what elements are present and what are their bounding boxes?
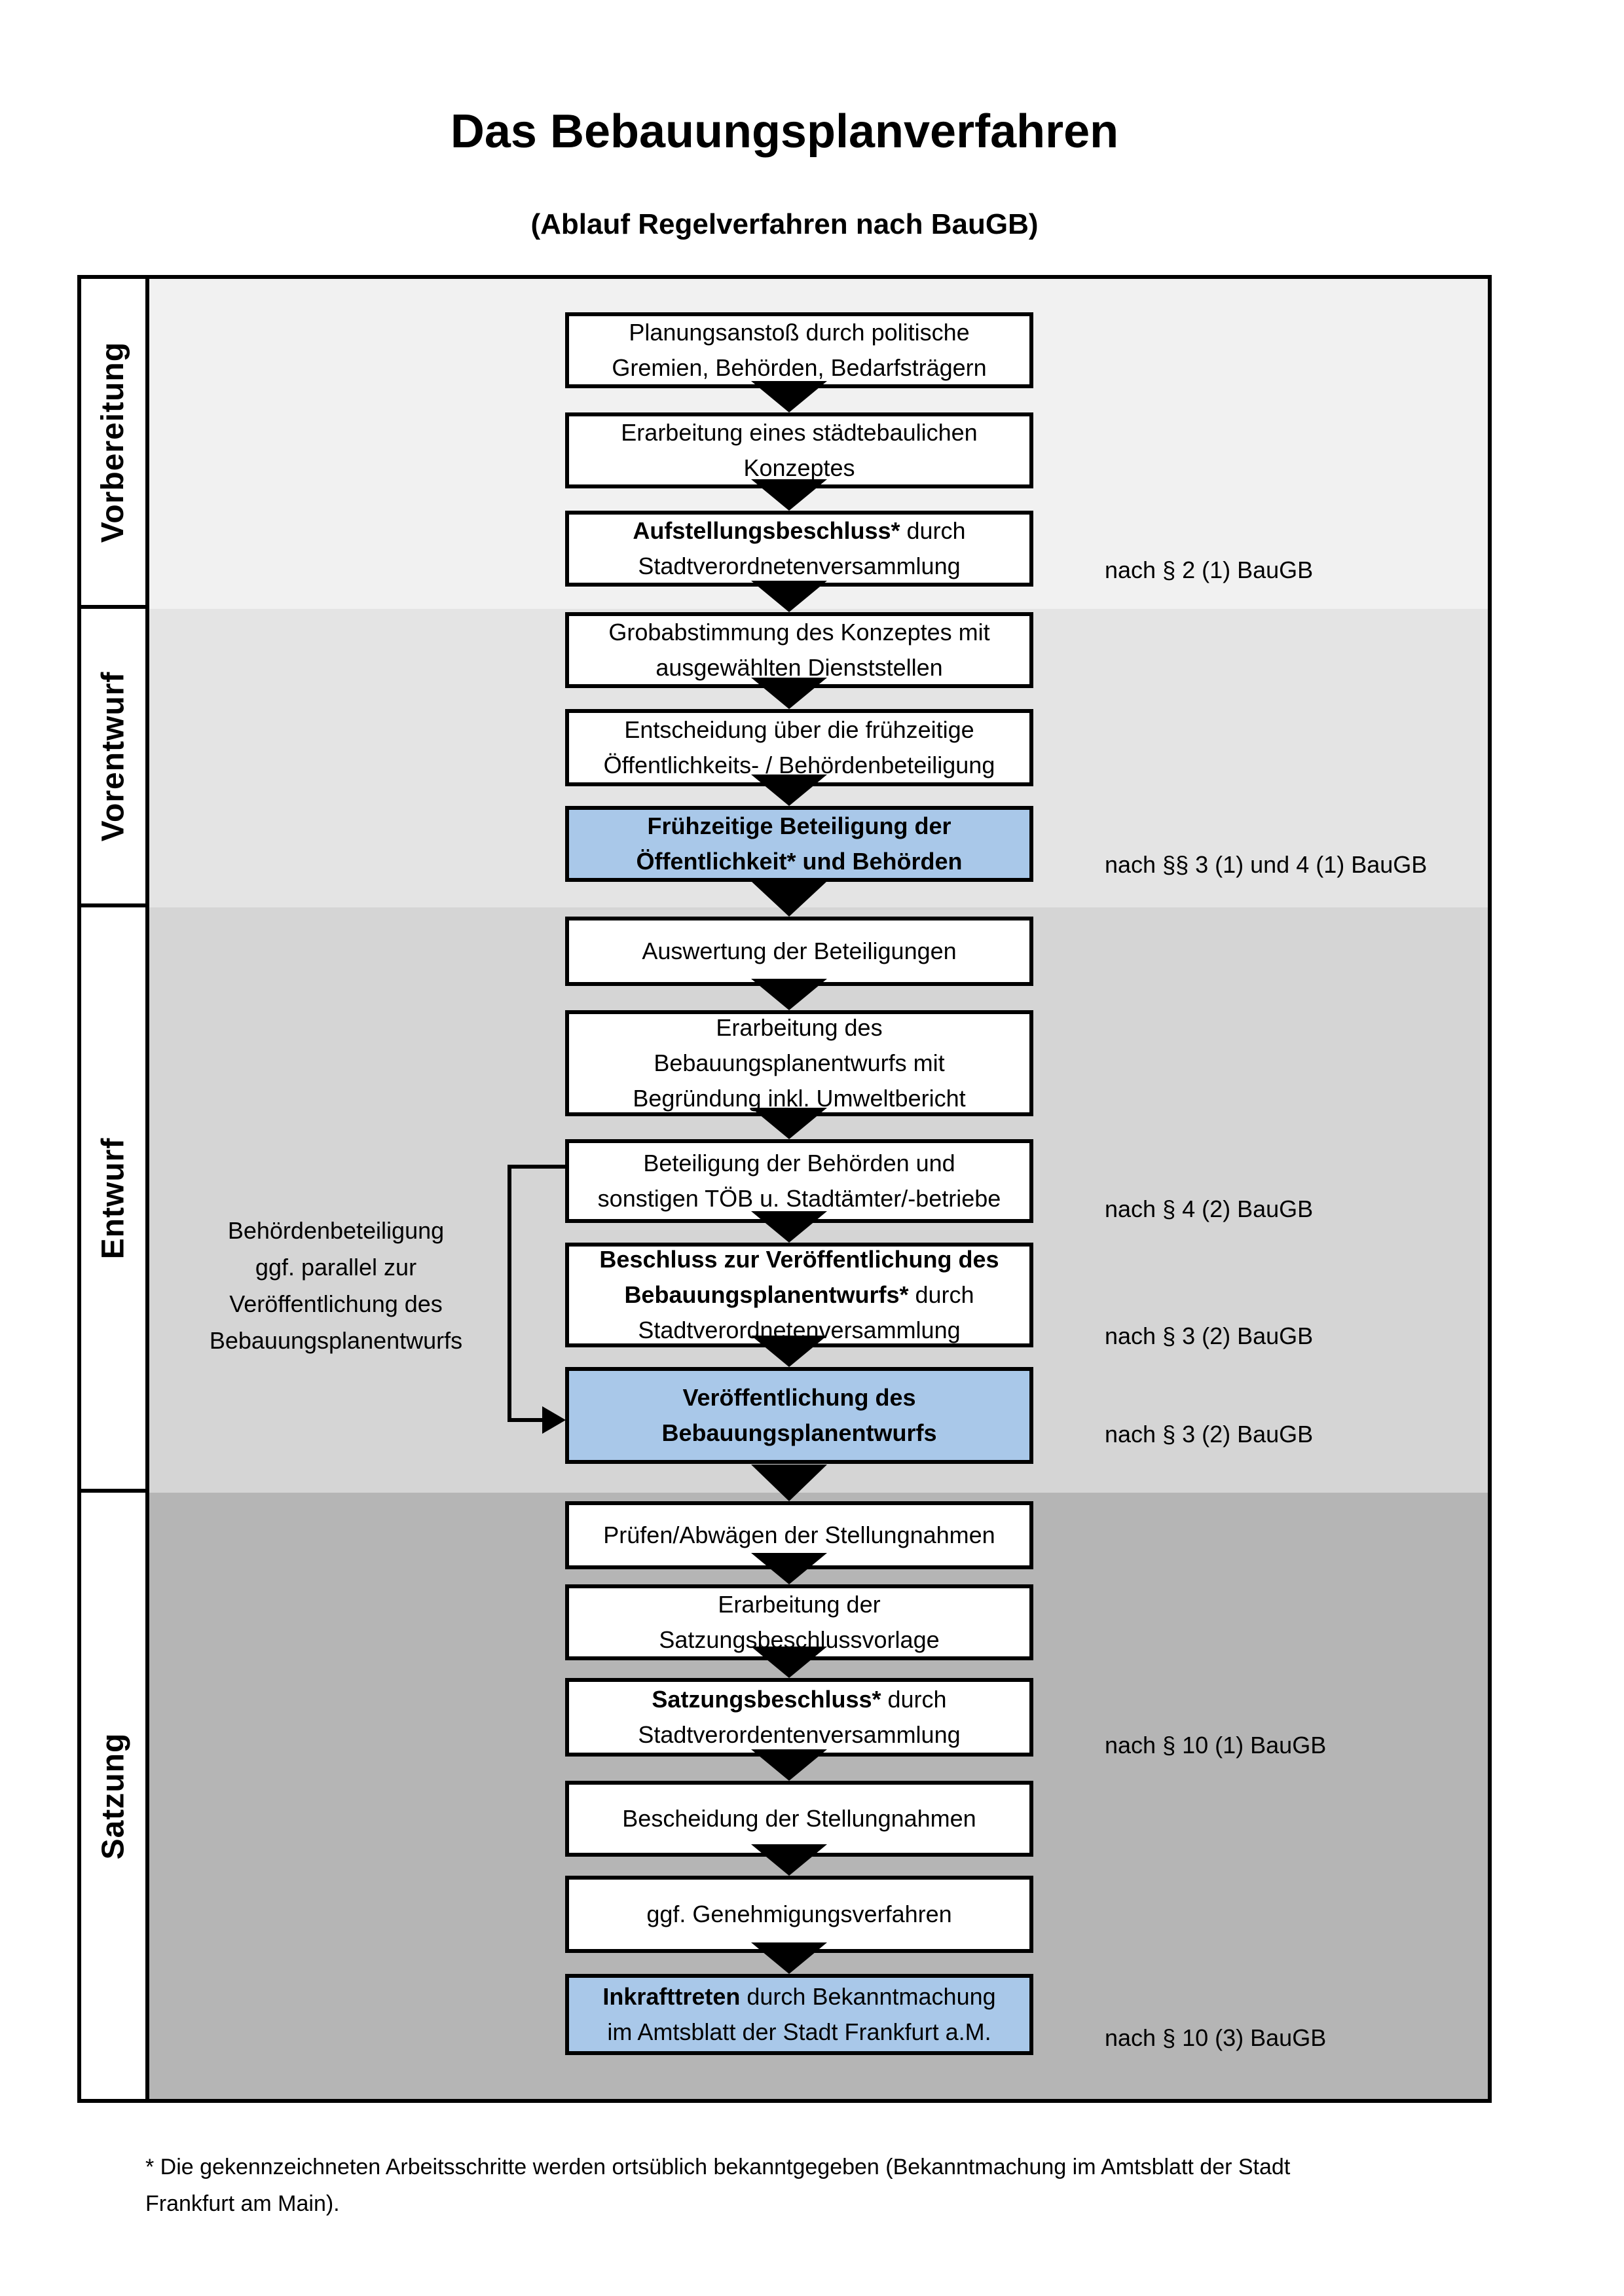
flow-box-line: Öffentlichkeits- / Behördenbeteiligung [603, 752, 995, 778]
flow-box-line: Beschluss zur Veröffentlichung des [599, 1246, 999, 1273]
flow-box-line: Beteiligung der Behörden und [643, 1150, 955, 1176]
flow-box-inkrafttreten: Inkrafttreten durch Bekanntmachung im Am… [565, 1974, 1033, 2055]
flow-box-beschluss-veroeffentlichung: Beschluss zur Veröffentlichung des Bebau… [565, 1243, 1033, 1347]
flow-arrow-down-icon [751, 979, 827, 1010]
phase-label-text: Vorbereitung [96, 341, 131, 543]
connector-line [507, 1418, 544, 1422]
legal-ref: nach § 4 (2) BauGB [1105, 1195, 1314, 1222]
side-note-line: Veröffentlichung des [229, 1290, 443, 1317]
phase-label-entwurf: Entwurf [81, 907, 149, 1493]
flow-box-line: Erarbeitung des [716, 1014, 883, 1041]
flow-box-grobabstimmung: Grobabstimmung des Konzeptes mit ausgewä… [565, 612, 1033, 688]
flow-box-line-rest: durch [900, 517, 966, 544]
flow-box-erarbeitung-entwurf: Erarbeitung des Bebauungsplanentwurfs mi… [565, 1010, 1033, 1116]
flow-arrow-down-icon [751, 1553, 827, 1584]
footnote-line: * Die gekennzeichneten Arbeitsschritte w… [145, 2155, 1291, 2179]
flow-box-satzungsbeschluss: Satzungsbeschluss* durch Stadtverordente… [565, 1678, 1033, 1757]
flow-box-line-rest: durch Bekanntmachung [740, 1983, 996, 2010]
page-subtitle: (Ablauf Regelverfahren nach BauGB) [530, 208, 1039, 240]
flow-box-auswertung: Auswertung der Beteiligungen [565, 917, 1033, 986]
flow-box-aufstellungsbeschluss: Aufstellungsbeschluss* durch Stadtverord… [565, 511, 1033, 587]
side-note-line: ggf. parallel zur [255, 1254, 417, 1281]
flow-box-line: Grobabstimmung des Konzeptes mit [608, 619, 990, 646]
flow-box-line: Prüfen/Abwägen der Stellungnahmen [603, 1522, 995, 1548]
flow-box-line: Gremien, Behörden, Bedarfsträgern [612, 354, 987, 381]
legal-ref: nach § 10 (3) BauGB [1105, 2024, 1327, 2051]
legal-ref: nach §§ 3 (1) und 4 (1) BauGB [1105, 851, 1428, 878]
flow-box-line: Bescheidung der Stellungnahmen [622, 1805, 976, 1832]
flow-box-line: im Amtsblatt der Stadt Frankfurt a.M. [607, 2018, 991, 2045]
flow-box-line: Satzungsbeschluss* durch [652, 1682, 946, 1717]
flow-box-line: Konzeptes [743, 454, 855, 481]
flow-box-line: Planungsanstoß durch politische [629, 319, 970, 346]
flow-box-line: ausgewählten Dienststellen [655, 654, 943, 681]
flow-box-line: Aufstellungsbeschluss* durch [633, 513, 965, 549]
flow-arrow-down-icon [751, 1844, 827, 1876]
flow-box-line: Entscheidung über die frühzeitige [624, 716, 974, 743]
flow-box-line: Veröffentlichung des [682, 1384, 916, 1411]
flow-box-line: Begründung inkl. Umweltbericht [633, 1085, 966, 1112]
flow-box-line: sonstigen TÖB u. Stadtämter/-betriebe [597, 1185, 1001, 1212]
side-note: Behördenbeteiligung ggf. parallel zur Ve… [154, 1212, 518, 1359]
flow-box-line: Stadtverordnetenversammlung [638, 553, 961, 579]
flow-box-line: Bebauungsplanentwurfs mit [654, 1049, 945, 1076]
flow-box-line: Erarbeitung eines städtebaulichen [621, 419, 978, 446]
connector-line [507, 1165, 511, 1422]
flow-box-line: Bebauungsplanentwurfs [661, 1419, 937, 1446]
flow-box-erarbeitung-konzept: Erarbeitung eines städtebaulichen Konzep… [565, 412, 1033, 488]
flow-box-planungsanstoss: Planungsanstoß durch politische Gremien,… [565, 312, 1033, 388]
phase-label-text: Vorentwurf [96, 671, 131, 841]
flow-box-line: Inkrafttreten durch Bekanntmachung [602, 1979, 995, 2014]
flow-box-line-bold: Satzungsbeschluss* [652, 1686, 881, 1713]
side-note-line: Behördenbeteiligung [227, 1217, 445, 1244]
flow-arrow-down-icon [751, 381, 827, 412]
flow-arrow-down-icon [751, 479, 827, 511]
flow-box-beteiligung-behoerden: Beteiligung der Behörden und sonstigen T… [565, 1139, 1033, 1223]
flow-box-line: ggf. Genehmigungsverfahren [646, 1901, 952, 1927]
flow-arrow-down-icon [751, 1108, 827, 1139]
phase-label-text: Satzung [96, 1732, 131, 1859]
legal-ref: nach § 3 (2) BauGB [1105, 1421, 1314, 1448]
connector-arrow-right-icon [542, 1406, 566, 1434]
flow-box-line: Bebauungsplanentwurfs* durch [624, 1277, 974, 1313]
legal-ref: nach § 2 (1) BauGB [1105, 556, 1314, 583]
flow-arrow-down-icon [751, 1647, 827, 1678]
connector-line [507, 1165, 565, 1169]
flow-box-line: Erarbeitung der [718, 1591, 881, 1618]
flow-arrow-down-icon [751, 1211, 827, 1243]
legal-ref: nach § 3 (2) BauGB [1105, 1322, 1314, 1349]
page-title: Das Bebauungsplanverfahren [450, 105, 1119, 158]
flow-box-line-bold: Aufstellungsbeschluss* [633, 517, 900, 544]
legal-ref: nach § 10 (1) BauGB [1105, 1732, 1327, 1758]
flow-box-veroeffentlichung-entwurf: Veröffentlichung des Bebauungsplanentwur… [565, 1367, 1033, 1464]
flow-box-line-bold: Bebauungsplanentwurfs* [624, 1281, 909, 1308]
flow-box-line: Öffentlichkeit* und Behörden [636, 848, 963, 875]
flow-arrow-down-icon [751, 581, 827, 612]
flow-box-genehmigungsverfahren: ggf. Genehmigungsverfahren [565, 1876, 1033, 1953]
flow-box-line: Frühzeitige Beteiligung der [647, 812, 951, 839]
phase-label-vorentwurf: Vorentwurf [81, 609, 149, 907]
flow-arrow-down-icon [751, 1942, 827, 1974]
flow-arrow-down-icon [751, 1749, 827, 1781]
flow-box-fruehzeitige-beteiligung: Frühzeitige Beteiligung der Öffentlichke… [565, 806, 1033, 882]
flow-box-line-rest: durch [908, 1281, 974, 1308]
phase-label-vorbereitung: Vorbereitung [81, 279, 149, 609]
flow-arrow-down-icon [751, 1336, 827, 1367]
flow-arrow-down-icon [751, 1465, 827, 1501]
flow-box-line: Stadtverordentenversammlung [638, 1721, 961, 1748]
phase-label-text: Entwurf [96, 1137, 131, 1259]
footnote: * Die gekennzeichneten Arbeitsschritte w… [145, 2149, 1507, 2222]
footnote-line: Frankfurt am Main). [145, 2191, 340, 2216]
side-note-line: Bebauungsplanentwurfs [209, 1327, 463, 1354]
flow-arrow-down-icon [751, 678, 827, 709]
flow-box-line-rest: durch [881, 1686, 947, 1713]
flow-arrow-down-icon [751, 881, 827, 917]
flow-box-line: Auswertung der Beteiligungen [642, 938, 957, 964]
flow-box-line-bold: Inkrafttreten [602, 1983, 741, 2010]
phase-label-satzung: Satzung [81, 1493, 149, 2099]
flow-arrow-down-icon [751, 774, 827, 806]
